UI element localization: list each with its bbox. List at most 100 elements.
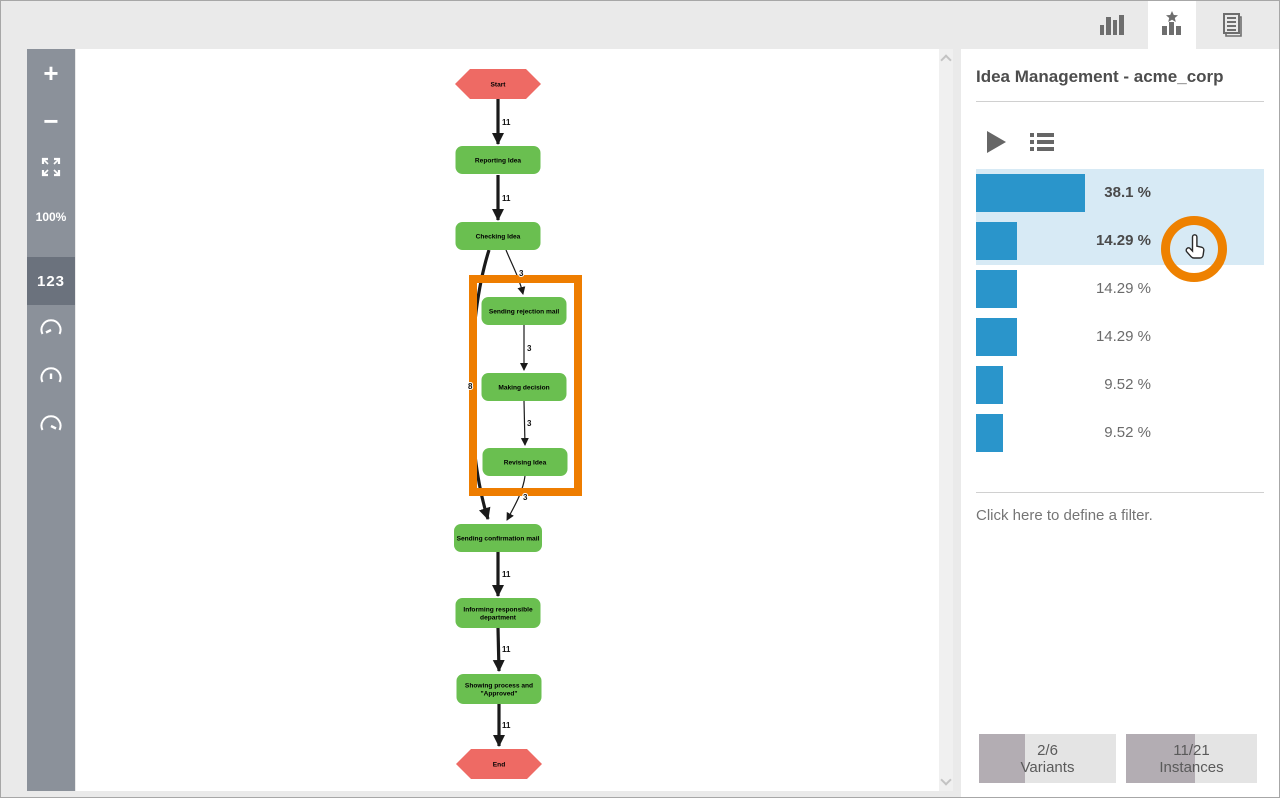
variant-row-1[interactable]: 38.1 %: [976, 169, 1264, 217]
divider: [976, 492, 1264, 493]
variant-percentage: 14.29 %: [1095, 280, 1151, 297]
hexagon-shape: [455, 69, 541, 99]
node-label: "Approved": [480, 690, 517, 697]
variant-percentage: 9.52 %: [1104, 424, 1151, 441]
flow-edge: [506, 475, 526, 521]
tab-chart[interactable]: [1088, 1, 1136, 49]
canvas-toolbar: + − 100% 123: [27, 49, 75, 791]
edge-count-label: 3: [519, 269, 524, 278]
expand-icon: [40, 156, 62, 183]
fit-screen-button[interactable]: [27, 145, 75, 193]
scroll-down-icon[interactable]: [940, 774, 952, 786]
node-label: Start: [490, 81, 506, 88]
flow-edge: [492, 627, 505, 672]
task-shape: [481, 297, 567, 325]
flow-node-reporting[interactable]: Reporting Idea: [455, 146, 541, 174]
variant-bar: [976, 414, 1004, 452]
variant-percentage: 38.1 %: [1104, 184, 1151, 201]
gauge-mid-icon[interactable]: [27, 353, 75, 401]
edge-count-label: 11: [502, 194, 511, 203]
flow-node-checking[interactable]: Checking Idea: [455, 222, 541, 250]
variants-panel: Idea Management - acme_corp 38.1 % 14.29 …: [961, 49, 1279, 797]
zoom-level-label: 100%: [35, 210, 67, 224]
frequency-mode-button[interactable]: 123: [27, 257, 75, 305]
flow-edge: [520, 400, 529, 446]
variant-percentage: 14.29 %: [1095, 328, 1151, 345]
hexagon-shape: [456, 749, 542, 779]
node-label: Making decision: [498, 384, 549, 391]
node-label: Checking Idea: [476, 233, 521, 240]
edge-count-label: 11: [502, 118, 511, 127]
variant-row-2[interactable]: 14.29 %: [976, 217, 1264, 265]
variant-bar: [976, 222, 1017, 260]
task-shape: [455, 146, 541, 174]
node-label: Showing process and: [465, 682, 533, 689]
flow-node-start[interactable]: Start: [455, 69, 541, 99]
node-label: Sending rejection mail: [489, 308, 560, 315]
play-button[interactable]: [983, 129, 1009, 155]
zoom-in-button[interactable]: +: [43, 57, 59, 88]
flow-node-end[interactable]: End: [456, 749, 542, 779]
stat-fill-bar: [979, 734, 1025, 783]
variant-row-5[interactable]: 9.52 %: [976, 361, 1264, 409]
divider: [976, 101, 1264, 102]
task-shape: [456, 674, 542, 704]
variant-list: 38.1 % 14.29 % 14.29 % 14.29 % 9.52 % 9.52 %: [976, 169, 1264, 457]
edge-count-label: 11: [502, 645, 511, 654]
variant-bar: [976, 366, 1004, 404]
zoom-out-button[interactable]: −: [43, 105, 59, 136]
scroll-up-icon[interactable]: [940, 54, 952, 66]
flow-node-revising[interactable]: Revising Idea: [482, 448, 568, 476]
edge-count-label: 3: [527, 344, 532, 353]
variant-row-6[interactable]: 9.52 %: [976, 409, 1264, 457]
node-label: Informing responsible: [463, 606, 533, 613]
variant-bar: [976, 174, 1085, 212]
node-label: Reporting Idea: [475, 157, 521, 164]
stat-fill-bar: [1126, 734, 1195, 783]
define-filter-link[interactable]: Click here to define a filter.: [976, 507, 1153, 524]
flow-node-rejection[interactable]: Sending rejection mail: [481, 297, 567, 325]
node-label: department: [480, 614, 517, 621]
panel-title: Idea Management - acme_corp: [976, 67, 1224, 86]
task-shape: [482, 448, 568, 476]
edge-count-label: 8: [468, 382, 473, 391]
task-shape: [481, 373, 567, 401]
task-shape: [454, 524, 542, 552]
loop-highlight-box: [469, 275, 582, 496]
canvas-scrollbar[interactable]: [939, 49, 953, 791]
document-icon: [1215, 8, 1245, 43]
list-icon[interactable]: [1029, 129, 1055, 155]
tab-variants[interactable]: [1148, 1, 1196, 49]
tab-report[interactable]: [1206, 1, 1254, 49]
edge-count-label: 11: [502, 570, 511, 579]
task-shape: [455, 222, 541, 250]
top-tabbar: [1, 1, 1279, 49]
flow-node-showing[interactable]: Showing process and"Approved": [456, 674, 542, 704]
variant-percentage: 9.52 %: [1104, 376, 1151, 393]
edge-count-label: 3: [523, 493, 528, 502]
gauge-high-icon[interactable]: [27, 401, 75, 449]
variant-bar: [976, 318, 1017, 356]
task-shape: [455, 598, 541, 628]
flow-node-confirmation[interactable]: Sending confirmation mail: [454, 524, 542, 552]
gauge-low-icon[interactable]: [27, 305, 75, 353]
node-label: End: [493, 761, 505, 768]
variant-percentage: 14.29 %: [1095, 232, 1151, 249]
node-label: Revising Idea: [504, 459, 547, 466]
star-bars-icon: [1157, 8, 1187, 43]
variant-bar: [976, 270, 1017, 308]
bar-chart-icon: [1097, 8, 1127, 43]
variant-row-4[interactable]: 14.29 %: [976, 313, 1264, 361]
flow-node-decision[interactable]: Making decision: [481, 373, 567, 401]
edge-count-label: 3: [527, 419, 532, 428]
variant-row-3[interactable]: 14.29 %: [976, 265, 1264, 313]
edge-count-label: 11: [502, 721, 511, 730]
